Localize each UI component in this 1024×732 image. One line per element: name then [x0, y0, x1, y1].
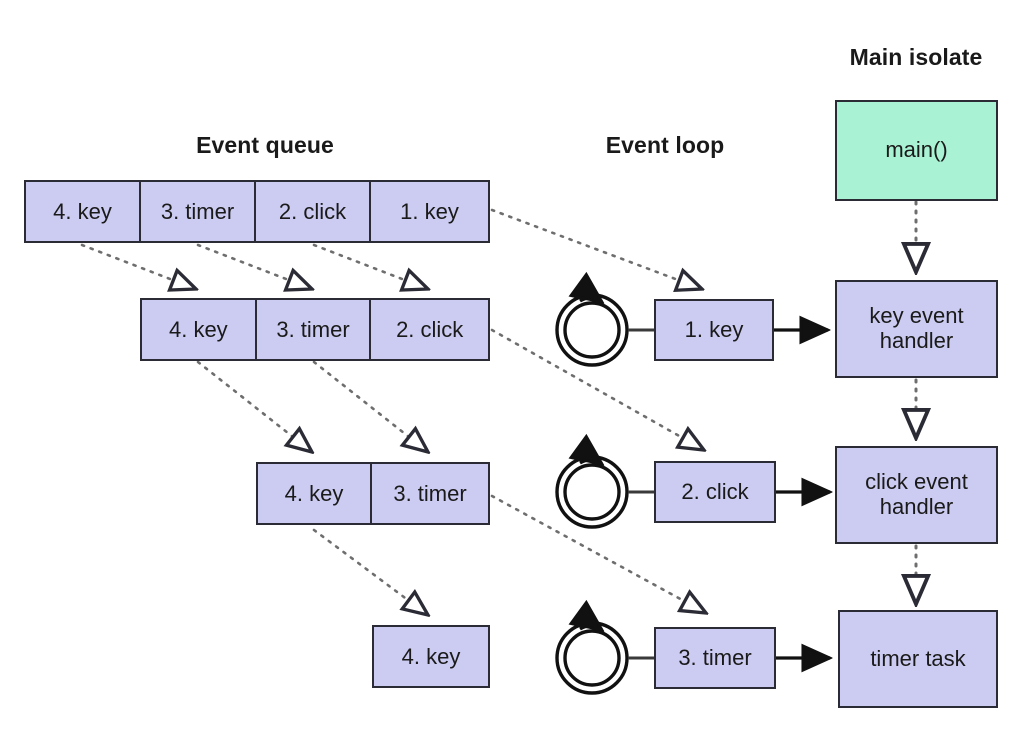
timer-task-node[interactable]: timer task: [838, 610, 998, 708]
loop-icon-connectors: [628, 328, 656, 660]
column-title-main-isolate: Main isolate: [849, 44, 983, 70]
event-loop-node-click[interactable]: 2. click: [654, 461, 776, 523]
queue-cell[interactable]: 4. key: [258, 464, 373, 523]
click-event-handler-node[interactable]: click event handler: [835, 446, 998, 544]
queue-row[interactable]: 4. key: [372, 625, 490, 688]
node-label: click event handler: [865, 469, 968, 519]
node-label: 3. timer: [678, 644, 752, 670]
queue-shift-arrows-row2: [196, 360, 428, 452]
event-loop-node-key[interactable]: 1. key: [654, 299, 774, 361]
queue-cell[interactable]: 4. key: [142, 300, 257, 359]
loop-to-handler-arrows: [774, 330, 830, 658]
node-label: timer task: [870, 645, 966, 671]
queue-cell[interactable]: 2. click: [396, 316, 464, 342]
event-loop-icon-3: [555, 623, 629, 695]
queue-shift-arrows-row1: [80, 243, 428, 289]
queue-cell[interactable]: 3. timer: [257, 300, 372, 359]
column-title-event-queue: Event queue: [196, 132, 334, 158]
queue-row[interactable]: 4. key 3. timer 2. click: [140, 298, 490, 361]
queue-row[interactable]: 4. key 3. timer: [256, 462, 490, 525]
key-event-handler-node[interactable]: key event handler: [835, 280, 998, 378]
node-label: main(): [885, 137, 948, 163]
queue-row[interactable]: 4. key 3. timer 2. click 1. key: [24, 180, 490, 243]
queue-shift-arrows-row3: [312, 528, 428, 615]
queue-to-loop-arrows: [490, 208, 706, 613]
node-label: 2. click: [681, 478, 749, 504]
queue-cell[interactable]: 4. key: [401, 643, 461, 669]
event-loop-node-timer[interactable]: 3. timer: [654, 627, 776, 689]
column-title-event-loop: Event loop: [605, 132, 725, 158]
node-label: key event handler: [869, 303, 964, 353]
queue-cell[interactable]: 2. click: [256, 182, 372, 241]
queue-cell[interactable]: 4. key: [26, 182, 142, 241]
main-node[interactable]: main(): [835, 100, 998, 201]
queue-cell[interactable]: 3. timer: [393, 480, 467, 506]
event-loop-icon-1: [555, 295, 629, 367]
node-label: 1. key: [684, 316, 744, 342]
queue-cell[interactable]: 3. timer: [141, 182, 257, 241]
queue-cell[interactable]: 1. key: [400, 198, 459, 224]
event-loop-icon-2: [555, 457, 629, 529]
